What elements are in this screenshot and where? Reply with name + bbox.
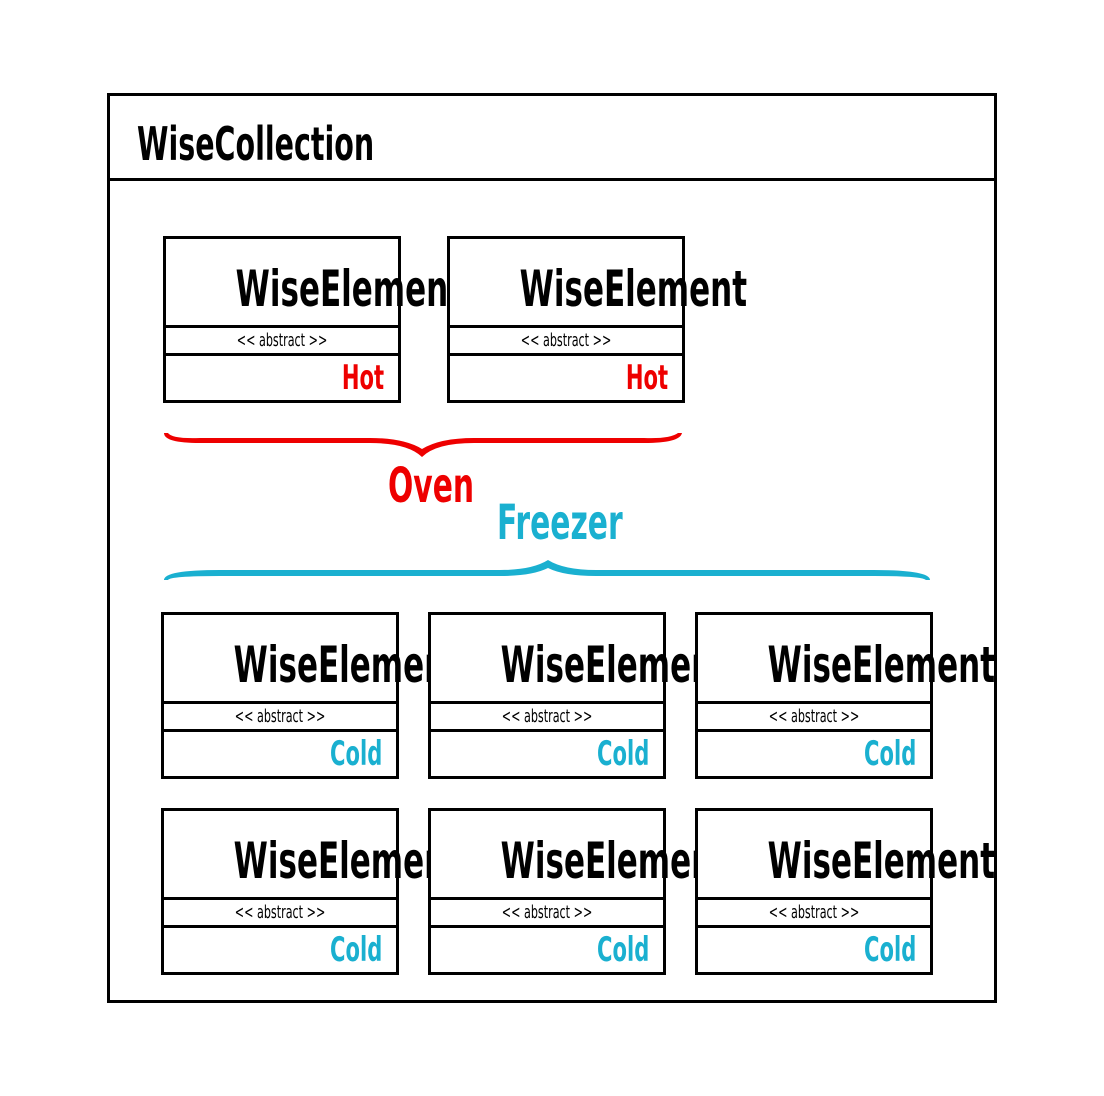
wise-element-freezer-5: WiseElement << abstract >> Cold bbox=[428, 808, 728, 975]
element-state-cold: Cold bbox=[329, 734, 382, 774]
element-state-cold: Cold bbox=[863, 734, 916, 774]
collection-header: WiseCollection bbox=[110, 96, 994, 181]
element-stereotype: << abstract >> bbox=[164, 704, 396, 732]
element-stereotype: << abstract >> bbox=[450, 328, 682, 356]
element-stereotype: << abstract >> bbox=[698, 900, 930, 928]
element-name: WiseElement bbox=[450, 239, 747, 328]
wise-element-freezer-3: WiseElement << abstract >> Cold bbox=[695, 612, 995, 779]
element-stereotype: << abstract >> bbox=[431, 704, 663, 732]
element-state-hot: Hot bbox=[341, 358, 384, 398]
wise-element-oven-1: WiseElement << abstract >> Hot bbox=[163, 236, 463, 403]
collection-title: WiseCollection bbox=[137, 117, 375, 171]
element-name: WiseElement bbox=[431, 811, 728, 900]
element-stereotype: << abstract >> bbox=[164, 900, 396, 928]
oven-label: Oven bbox=[388, 458, 475, 514]
wise-element-freezer-6: WiseElement << abstract >> Cold bbox=[695, 808, 995, 975]
element-state-hot: Hot bbox=[625, 358, 668, 398]
element-name: WiseElement bbox=[166, 239, 463, 328]
oven-brace bbox=[164, 433, 682, 457]
wise-element-oven-2: WiseElement << abstract >> Hot bbox=[447, 236, 747, 403]
wise-element-freezer-1: WiseElement << abstract >> Cold bbox=[161, 612, 461, 779]
element-stereotype: << abstract >> bbox=[698, 704, 930, 732]
element-state-cold: Cold bbox=[329, 930, 382, 970]
element-state-cold: Cold bbox=[596, 734, 649, 774]
element-name: WiseElement bbox=[698, 615, 995, 704]
wise-collection-box: WiseCollection bbox=[107, 93, 997, 1003]
wise-element-freezer-2: WiseElement << abstract >> Cold bbox=[428, 612, 728, 779]
freezer-label: Freezer bbox=[497, 495, 623, 551]
element-name: WiseElement bbox=[698, 811, 995, 900]
element-state-cold: Cold bbox=[863, 930, 916, 970]
element-name: WiseElement bbox=[164, 615, 461, 704]
wise-element-freezer-4: WiseElement << abstract >> Cold bbox=[161, 808, 461, 975]
element-stereotype: << abstract >> bbox=[431, 900, 663, 928]
element-stereotype: << abstract >> bbox=[166, 328, 398, 356]
element-name: WiseElement bbox=[164, 811, 461, 900]
freezer-brace bbox=[164, 560, 930, 580]
element-state-cold: Cold bbox=[596, 930, 649, 970]
element-name: WiseElement bbox=[431, 615, 728, 704]
